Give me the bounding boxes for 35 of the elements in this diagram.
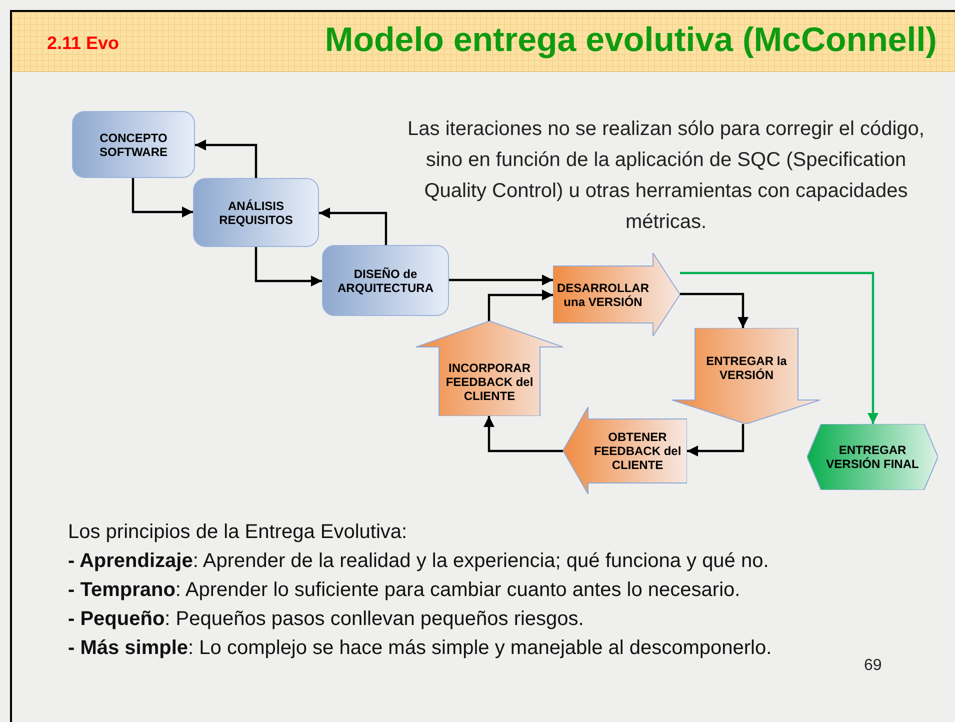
connector-arrow — [132, 178, 193, 218]
node-label: OBTENER FEEDBACK del CLIENTE — [592, 430, 682, 472]
node-label: INCORPORAR FEEDBACK del CLIENTE — [444, 360, 534, 402]
right-arrow-shape — [553, 253, 680, 336]
principle-text: - Pequeño: Pequeños pasos conllevan pequeños riesgos. — [68, 607, 585, 632]
down-arrow-shape — [672, 328, 820, 424]
page-number: 69 — [864, 656, 882, 676]
process-box — [193, 178, 319, 247]
up-arrow-shape — [416, 321, 563, 416]
connector-arrow — [484, 416, 563, 452]
node-label: ANÁLISIS REQUISITOS — [218, 198, 294, 226]
node-label: ENTREGAR VERSIÓN FINAL — [825, 443, 920, 471]
connector-arrow — [449, 274, 553, 286]
process-box — [322, 245, 449, 316]
connector-arrow — [680, 292, 748, 328]
connector-arrow — [254, 247, 322, 286]
connector-arrow — [680, 272, 878, 424]
principle-text: - Temprano: Aprender lo suficiente para cambiar cuanto antes lo necesario. — [68, 578, 742, 603]
node-label: DISEÑO de ARQUITECTURA — [336, 266, 434, 294]
section-number: 2.11 Evo — [47, 32, 120, 55]
node-label: ENTREGAR la VERSIÓN — [705, 354, 788, 382]
principle-text: - Aprendizaje: Aprender de la realidad y la experiencia; qué funciona y qué no. — [68, 549, 770, 574]
principle-text: Los principios de la Entrega Evolutiva: — [68, 520, 408, 545]
title: Modelo entrega evolutiva (McConnell) — [324, 20, 937, 60]
hexagon-shape — [807, 424, 938, 490]
left-arrow-shape — [563, 407, 687, 494]
node-label: DESARROLLAR una VERSIÓN — [556, 280, 650, 308]
process-box — [72, 111, 195, 178]
connector-arrow — [687, 424, 744, 456]
connector-arrow — [195, 140, 258, 178]
connector-arrow — [319, 208, 388, 245]
node-label: CONCEPTO SOFTWARE — [98, 130, 168, 158]
note-paragraph: Las iteraciones no se realizan sólo para corregir el código, sino en función de la aplicación de SQC (Specification Quality Control) u otras herramientas con capacidades métricas. — [406, 117, 926, 235]
connector-arrow — [488, 290, 553, 321]
principle-text: - Más simple: Lo complejo se hace más simple y manejable al descomponerlo. — [68, 636, 772, 661]
